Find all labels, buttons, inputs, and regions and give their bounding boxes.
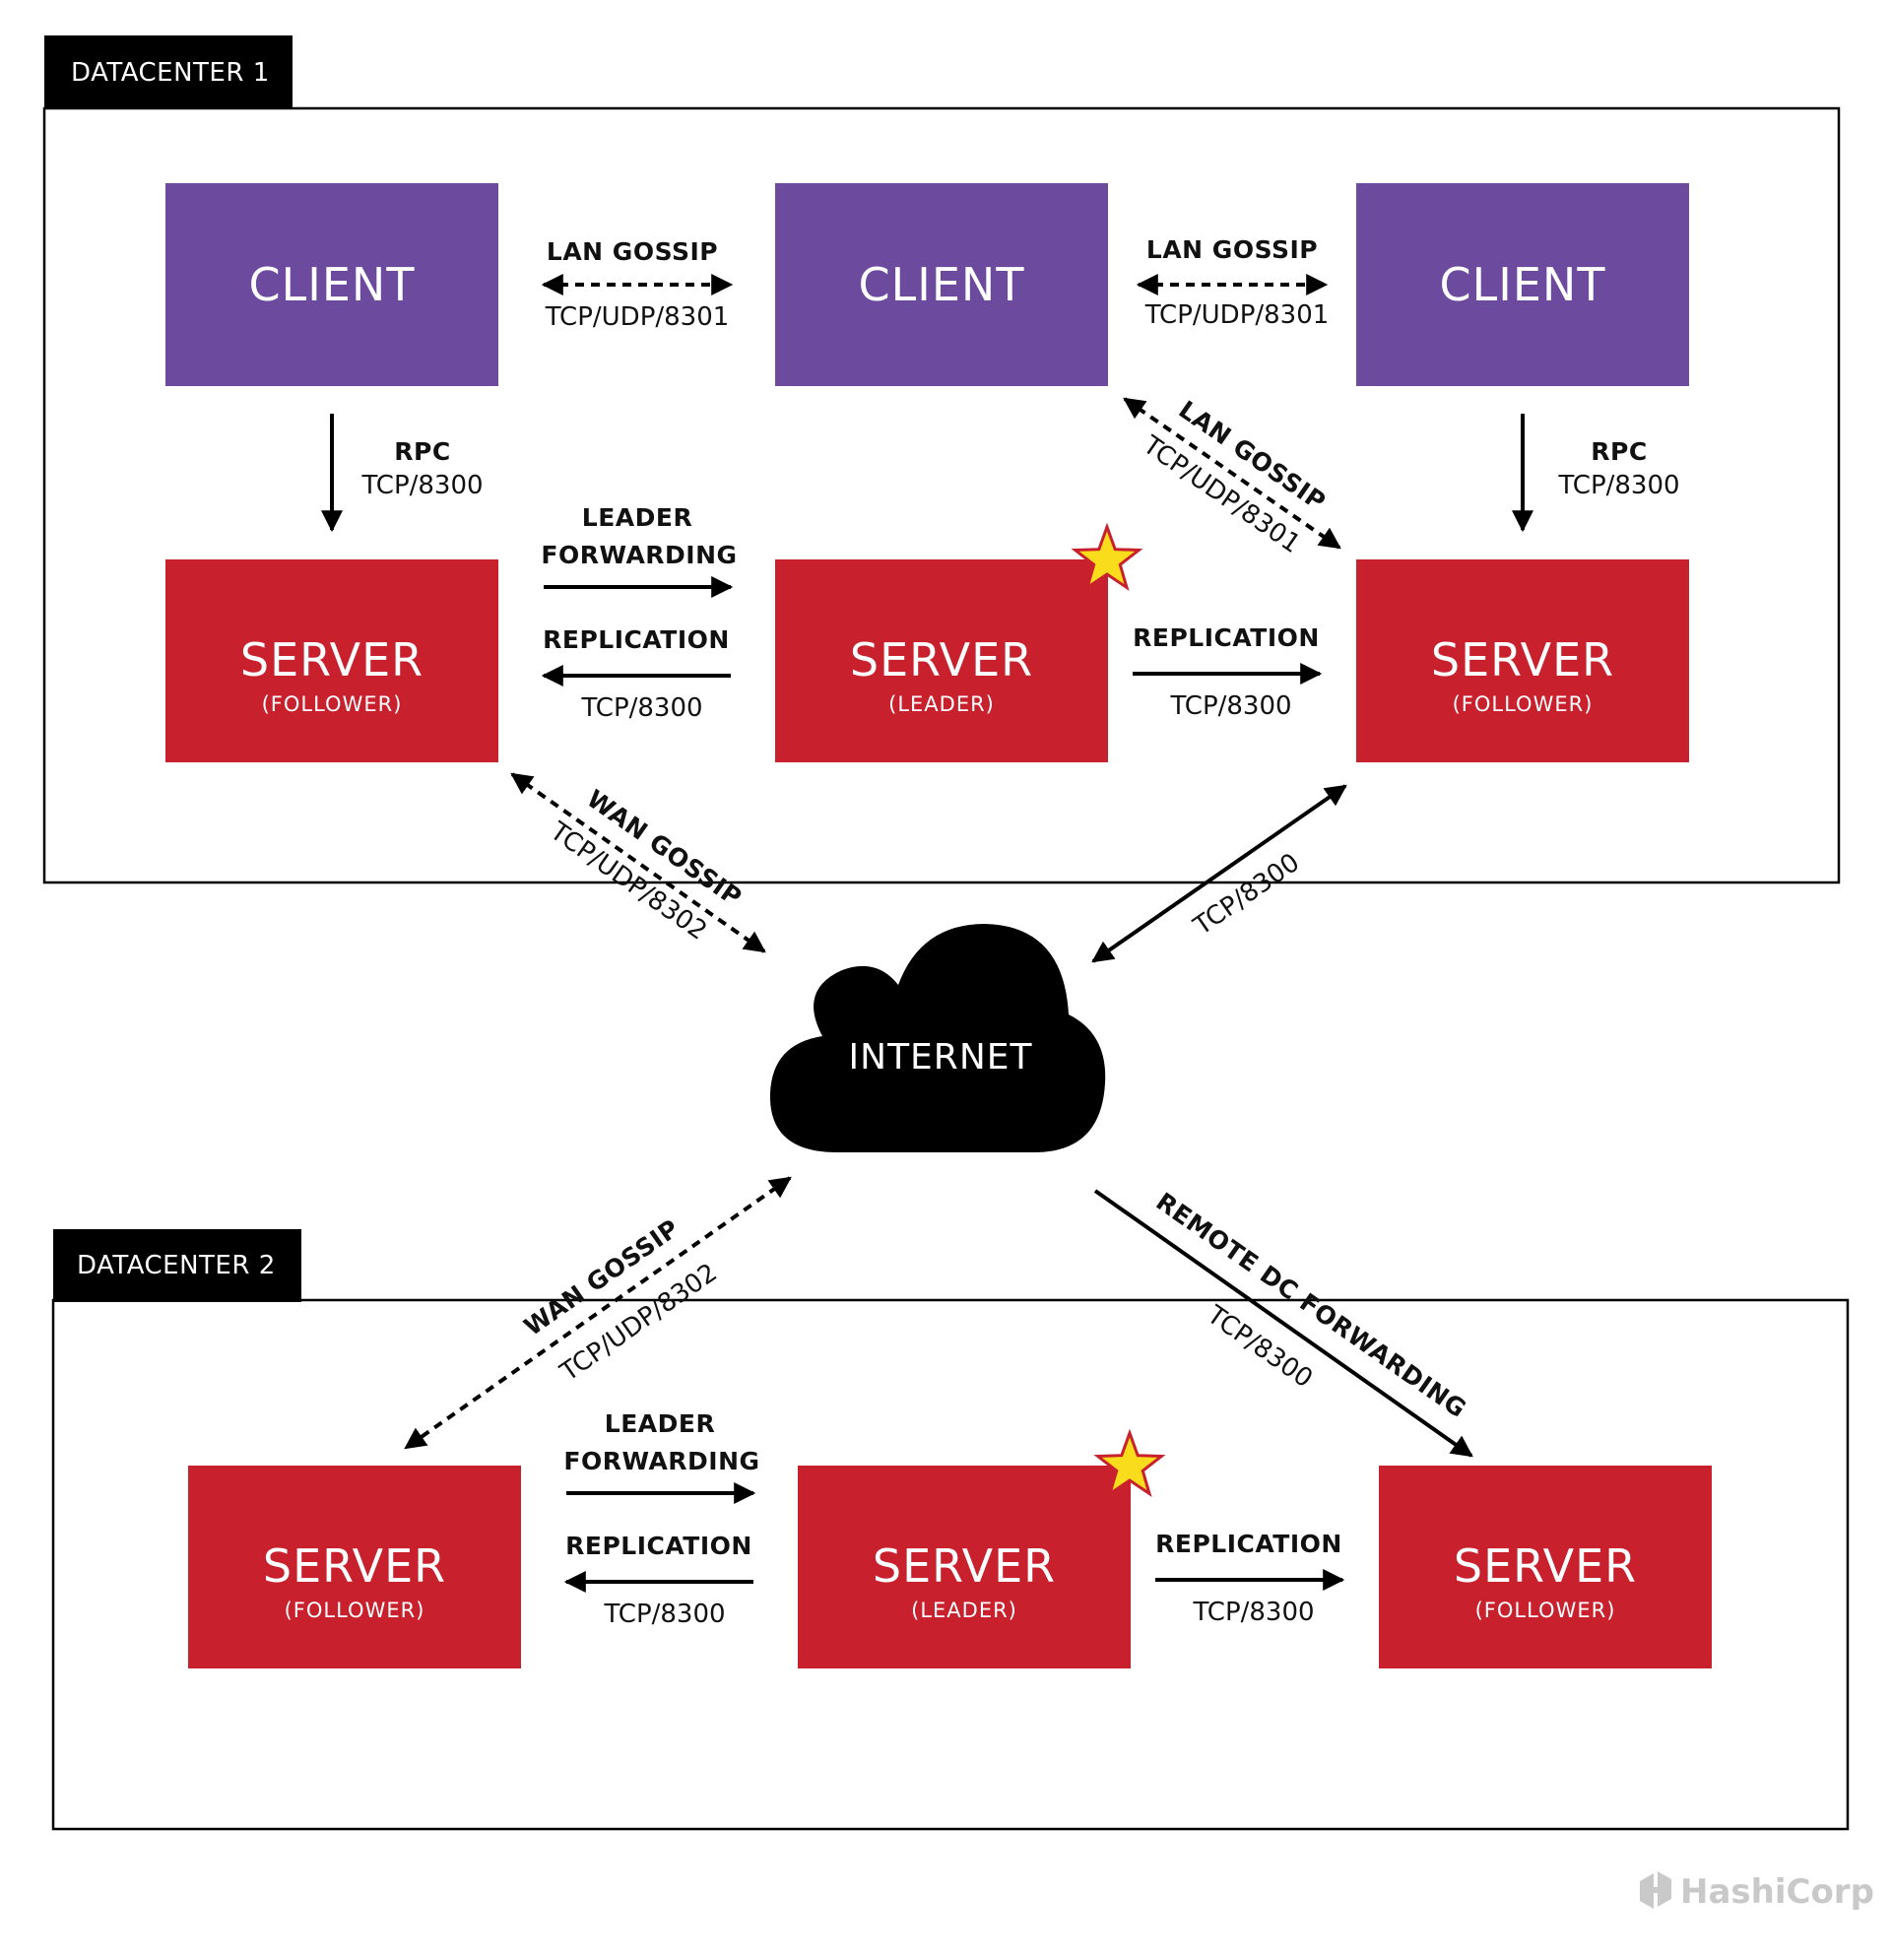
- dc1-leader-forwarding-line2: FORWARDING: [541, 541, 737, 569]
- wan-gossip-bottom-arrow: [404, 1176, 792, 1450]
- datacenter-2-tab: [53, 1229, 301, 1302]
- rpc-left-title: RPC: [394, 437, 450, 466]
- hashicorp-logo: HashiCorp: [1640, 1871, 1874, 1912]
- lan-gossip-2-port: TCP/UDP/8301: [1144, 300, 1330, 330]
- lan-gossip-1-title: LAN GOSSIP: [547, 237, 718, 266]
- dc2-server-follower-right[interactable]: SERVER (FOLLOWER): [1379, 1466, 1712, 1668]
- dc2-server-3-role: (FOLLOWER): [1475, 1599, 1616, 1622]
- dc1-replication-left-port: TCP/8300: [580, 693, 702, 723]
- client-2[interactable]: CLIENT: [775, 183, 1108, 386]
- dc1-server-1-title: SERVER: [240, 633, 424, 686]
- dc2-server-follower-left[interactable]: SERVER (FOLLOWER): [188, 1466, 521, 1668]
- dc2-server-3-title: SERVER: [1454, 1539, 1637, 1593]
- dc2-leader-star-icon: [1093, 1428, 1166, 1498]
- datacenter-2: DATACENTER 2: [51, 1229, 1850, 1831]
- dc1-server-follower-right[interactable]: SERVER (FOLLOWER): [1356, 559, 1689, 762]
- dc2-replication-left-title: REPLICATION: [565, 1532, 752, 1560]
- client-3-label: CLIENT: [1440, 258, 1606, 311]
- dc2-server-2-title: SERVER: [873, 1539, 1056, 1593]
- client-2-label: CLIENT: [859, 258, 1025, 311]
- rpc-left-port: TCP/8300: [360, 471, 483, 500]
- dc1-server-follower-left[interactable]: SERVER (FOLLOWER): [165, 559, 498, 762]
- dc2-replication-right-title: REPLICATION: [1155, 1530, 1342, 1558]
- hashicorp-logo-text: HashiCorp: [1680, 1872, 1874, 1912]
- dc1-server-2-role: (LEADER): [888, 692, 995, 716]
- internet-dc1-tcp-arrow: [1091, 784, 1347, 963]
- datacenter-2-border: [51, 1298, 1850, 1831]
- rpc-right-port: TCP/8300: [1557, 471, 1679, 500]
- hashicorp-logo-icon: [1640, 1871, 1671, 1909]
- internet-label: INTERNET: [849, 1037, 1033, 1078]
- dc1-replication-right-title: REPLICATION: [1133, 623, 1320, 652]
- dc1-server-leader[interactable]: SERVER (LEADER): [775, 559, 1108, 762]
- dc2-leader-forwarding-line2: FORWARDING: [563, 1447, 759, 1475]
- dc2-server-2-role: (LEADER): [911, 1599, 1017, 1622]
- internet-cloud: INTERNET: [769, 924, 1106, 1152]
- datacenter-1-tab-label: DATACENTER 1: [71, 58, 270, 88]
- cloud-icon: [769, 924, 1106, 1152]
- datacenter-2-tab-label: DATACENTER 2: [77, 1251, 276, 1280]
- dc2-server-1-title: SERVER: [263, 1539, 446, 1593]
- dc1-server-2-title: SERVER: [850, 633, 1033, 686]
- remote-dc-forwarding-arrow: [1093, 1189, 1473, 1458]
- client-1[interactable]: CLIENT: [165, 183, 498, 386]
- dc1-leader-forwarding-line1: LEADER: [582, 503, 692, 532]
- dc2-replication-left-port: TCP/8300: [603, 1600, 725, 1629]
- dc2-leader-forwarding-line1: LEADER: [605, 1409, 715, 1438]
- rpc-right-title: RPC: [1591, 437, 1647, 466]
- client-1-label: CLIENT: [249, 258, 416, 311]
- datacenter-1-tab: [44, 35, 293, 108]
- dc2-server-1-role: (FOLLOWER): [285, 1599, 425, 1622]
- dc2-server-leader[interactable]: SERVER (LEADER): [798, 1466, 1131, 1668]
- client-3[interactable]: CLIENT: [1356, 183, 1689, 386]
- remote-dc-forwarding-title: REMOTE DC FORWARDING: [1151, 1187, 1472, 1423]
- dc1-replication-left-title: REPLICATION: [543, 625, 730, 654]
- internet-dc1-tcp-port: TCP/8300: [1188, 848, 1305, 942]
- lan-gossip-diagonal-arrow: [1123, 397, 1341, 550]
- dc2-replication-right-port: TCP/8300: [1192, 1598, 1314, 1627]
- datacenter-1: DATACENTER 1: [42, 35, 1841, 884]
- dc1-leader-star-icon: [1071, 522, 1143, 592]
- lan-gossip-1-port: TCP/UDP/8301: [545, 302, 730, 332]
- dc1-server-3-role: (FOLLOWER): [1453, 692, 1594, 716]
- datacenter-1-border: [42, 106, 1841, 884]
- dc1-server-3-title: SERVER: [1431, 633, 1614, 686]
- wan-gossip-top-arrow: [510, 772, 766, 953]
- dc1-server-1-role: (FOLLOWER): [262, 692, 403, 716]
- dc1-replication-right-port: TCP/8300: [1169, 691, 1291, 721]
- lan-gossip-2-title: LAN GOSSIP: [1146, 235, 1318, 264]
